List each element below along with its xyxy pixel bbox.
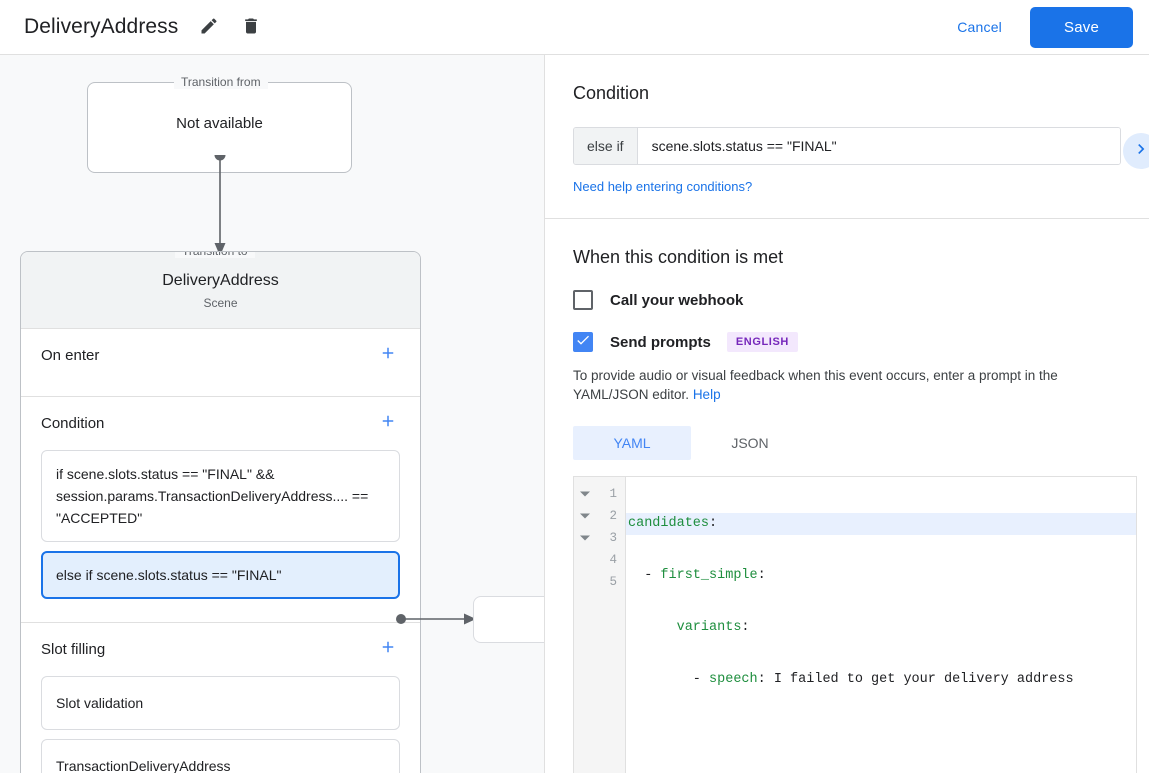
code-line: - speech: I failed to get your delivery … [626, 669, 1136, 691]
code-line: variants: [626, 617, 1136, 639]
plus-icon [379, 638, 397, 661]
editor-code-area[interactable]: candidates: - first_simple: variants: - … [626, 477, 1136, 773]
check-icon [575, 332, 591, 353]
code-value: I failed to get your delivery address [765, 672, 1074, 687]
prompts-helper-text: To provide audio or visual feedback when… [573, 366, 1121, 404]
chevron-right-icon [1131, 139, 1149, 164]
condition-help-link[interactable]: Need help entering conditions? [573, 179, 753, 194]
scene-name: DeliveryAddress [162, 272, 279, 289]
line-number: 3 [609, 531, 617, 545]
scene-header: DeliveryAddress Scene [21, 252, 420, 329]
helper-help-link[interactable]: Help [692, 387, 721, 402]
condition-item[interactable]: if scene.slots.status == "FINAL" && sess… [41, 450, 400, 542]
panel-when-met-section: When this condition is met Call your web… [545, 219, 1149, 773]
line-number: 2 [609, 509, 617, 523]
fold-triangle-icon[interactable] [580, 513, 590, 519]
fold-triangle-icon[interactable] [580, 535, 590, 541]
editor-gutter: 1 2 3 4 5 [574, 477, 626, 773]
scene-type: Scene [203, 296, 238, 310]
code-indent: - [628, 568, 661, 583]
language-badge: ENGLISH [726, 332, 798, 352]
gutter-row: 3 [574, 527, 625, 549]
section-title-on-enter: On enter [41, 347, 100, 364]
send-prompts-checkbox[interactable] [573, 332, 593, 352]
node-transition-from[interactable]: Transition from Not available [87, 75, 352, 173]
code-colon: : [757, 568, 766, 583]
transition-from-value: Not available [176, 115, 263, 132]
call-webhook-checkbox[interactable] [573, 290, 593, 310]
webhook-row: Call your webhook [573, 290, 1121, 310]
line-number: 5 [609, 575, 617, 589]
code-key: speech [709, 672, 758, 687]
panel-heading-when-met: When this condition is met [573, 247, 784, 267]
code-key: candidates [628, 516, 710, 531]
details-panel: Condition else if Need help entering con… [545, 55, 1149, 773]
panel-heading-condition: Condition [573, 83, 650, 103]
helper-text: To provide audio or visual feedback when… [573, 368, 1058, 402]
condition-item-selected[interactable]: else if scene.slots.status == "FINAL" [41, 551, 400, 599]
expand-panel-button[interactable] [1123, 133, 1149, 169]
plus-icon [379, 344, 397, 367]
node-transition-target[interactable] [473, 596, 544, 643]
gutter-row: 5 [574, 571, 625, 593]
prompts-row: Send prompts ENGLISH [573, 332, 1121, 352]
section-condition: Condition if scene.slots.status == "FINA… [21, 397, 420, 623]
gutter-row: 1 [574, 483, 625, 505]
edit-button[interactable] [192, 10, 226, 44]
slot-item[interactable]: TransactionDeliveryAddress [41, 739, 400, 773]
editor-tabs: YAML JSON [573, 426, 1121, 460]
section-header: On enter [41, 329, 400, 382]
page-title: DeliveryAddress [24, 15, 179, 38]
line-number: 4 [609, 553, 617, 567]
body-area: Transition from Not available Transition… [0, 55, 1149, 773]
gutter-row: 2 [574, 505, 625, 527]
code-line [626, 721, 1136, 743]
condition-field-row: else if [573, 127, 1121, 165]
trash-icon [241, 16, 261, 39]
code-indent [628, 620, 677, 635]
code-key: variants [676, 620, 742, 635]
tab-yaml[interactable]: YAML [573, 426, 691, 460]
plus-icon [379, 412, 397, 435]
code-line: - first_simple: [626, 565, 1136, 587]
code-line: candidates: [626, 513, 1136, 535]
code-colon: : [741, 620, 750, 635]
add-slot-button[interactable] [376, 638, 400, 662]
code-colon: : [757, 672, 766, 687]
section-on-enter: On enter [21, 329, 420, 397]
add-on-enter-button[interactable] [376, 344, 400, 368]
cancel-button[interactable]: Cancel [941, 10, 1018, 44]
slot-item[interactable]: Slot validation [41, 676, 400, 730]
graph-canvas[interactable]: Transition from Not available Transition… [0, 55, 545, 773]
section-header: Slot filling [41, 623, 400, 676]
code-key: first_simple [660, 568, 758, 583]
code-editor[interactable]: 1 2 3 4 5 [573, 476, 1137, 773]
tab-json[interactable]: JSON [731, 435, 769, 451]
gutter-row: 4 [574, 549, 625, 571]
call-webhook-label: Call your webhook [610, 291, 744, 309]
panel-condition-section: Condition else if Need help entering con… [545, 55, 1149, 219]
delete-button[interactable] [234, 10, 268, 44]
section-title-slot-filling: Slot filling [41, 641, 106, 658]
condition-edge [396, 613, 476, 625]
code-indent: - [628, 672, 710, 687]
send-prompts-label: Send prompts [610, 333, 711, 351]
add-condition-button[interactable] [376, 412, 400, 436]
pencil-icon [199, 16, 219, 39]
code-colon: : [709, 516, 718, 531]
condition-prefix: else if [574, 128, 638, 164]
topbar-actions: Cancel Save [941, 6, 1149, 48]
fold-triangle-icon[interactable] [580, 491, 590, 497]
save-button[interactable]: Save [1030, 6, 1133, 48]
section-slot-filling: Slot filling Slot validation Transaction… [21, 623, 420, 773]
condition-input[interactable] [637, 128, 1120, 164]
transition-from-legend: Transition from [174, 75, 268, 89]
line-number: 1 [609, 487, 617, 501]
node-transition-to[interactable]: Transition to DeliveryAddress Scene On e… [20, 251, 421, 773]
section-header: Condition [41, 397, 400, 450]
section-title-condition: Condition [41, 415, 105, 432]
transition-to-legend: Transition to [175, 252, 255, 258]
top-app-bar: DeliveryAddress Cancel Save [0, 0, 1149, 55]
